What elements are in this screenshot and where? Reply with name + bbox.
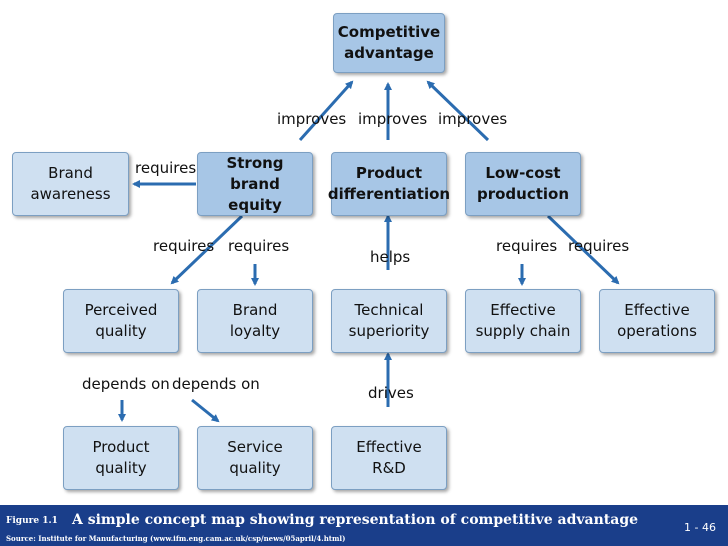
node-product-differentiation: Product differentiation — [328, 152, 450, 216]
node-service-quality: Service quality — [197, 426, 313, 490]
label-helps: helps — [370, 248, 411, 266]
arrow-improves-3 — [426, 80, 490, 142]
figure-source: Source: Institute for Manufacturing (www… — [6, 534, 346, 543]
label-requires-operations: requires — [568, 237, 630, 255]
node-competitive-advantage: Competitive advantage — [333, 13, 445, 73]
page-number: 1 - 46 — [684, 521, 716, 534]
node-brand-loyalty: Brand loyalty — [197, 289, 313, 353]
node-effective-operations: Effective operations — [599, 289, 715, 353]
figure-title: A simple concept map showing representat… — [72, 512, 639, 528]
node-product-quality: Product quality — [63, 426, 179, 490]
node-technical-superiority: Technical superiority — [331, 289, 447, 353]
label-drives: drives — [368, 384, 414, 402]
arrow-improves-1 — [298, 80, 354, 142]
arrow-depends-on-service — [191, 398, 220, 423]
node-effective-rd: Effective R&D — [331, 426, 447, 490]
node-strong-brand-equity: Strong brand equity — [197, 152, 313, 216]
arrow-requires-perceived — [170, 214, 244, 285]
label-requires-awareness: requires — [135, 159, 197, 177]
label-requires-loyalty: requires — [228, 237, 290, 255]
label-improves-1: improves — [277, 110, 347, 128]
node-low-cost-production: Low-cost production — [465, 152, 581, 216]
arrow-requires-operations — [546, 214, 620, 285]
label-improves-2: improves — [358, 110, 428, 128]
label-requires-perceived: requires — [153, 237, 215, 255]
label-improves-3: improves — [438, 110, 508, 128]
node-effective-supply-chain: Effective supply chain — [465, 289, 581, 353]
label-depends-on-service: depends on — [172, 375, 260, 393]
figure-label: Figure 1.1 — [6, 516, 58, 526]
node-perceived-quality: Perceived quality — [63, 289, 179, 353]
label-requires-supply: requires — [496, 237, 558, 255]
node-brand-awareness: Brand awareness — [12, 152, 129, 216]
slide-footer: Figure 1.1 A simple concept map showing … — [0, 505, 728, 546]
label-depends-on-product: depends on — [82, 375, 170, 393]
